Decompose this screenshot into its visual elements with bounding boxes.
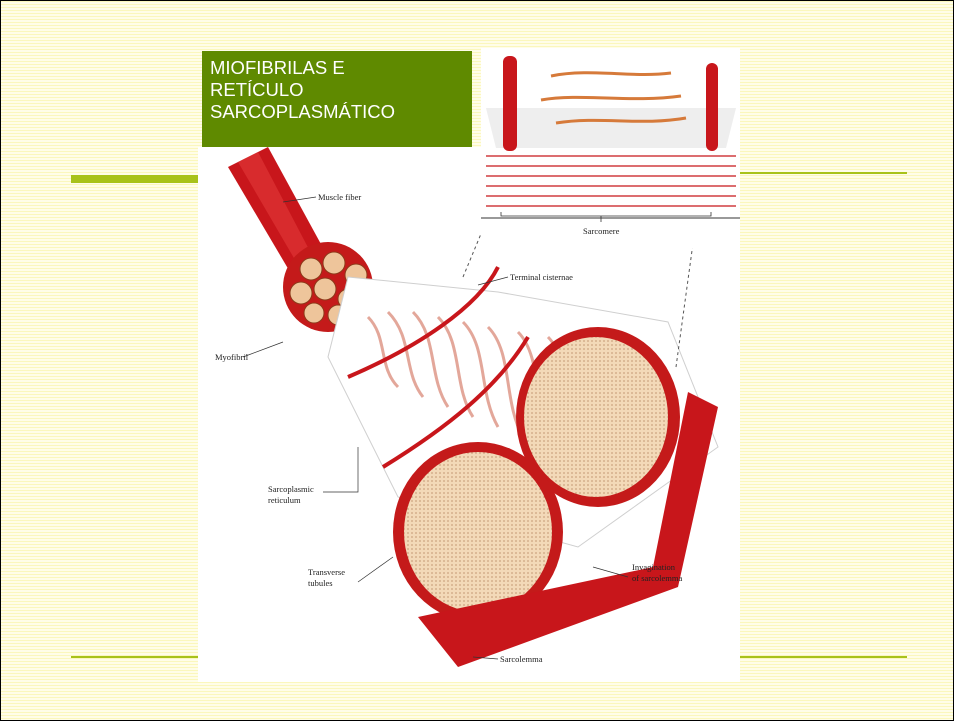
label-of-sarcolemma: of sarcolemma <box>632 573 682 583</box>
t-tubule-right <box>706 63 718 151</box>
sarcomere-diagram: Sarcomere <box>481 48 740 248</box>
label-invagination: Invagination <box>632 562 676 572</box>
label-reticulum: reticulum <box>268 495 301 505</box>
label-muscle-fiber: Muscle fiber <box>318 192 361 202</box>
title-line-3: SARCOPLASMÁTICO <box>210 101 464 123</box>
accent-line-top-left <box>71 175 201 183</box>
title-line-2: RETÍCULO <box>210 79 464 101</box>
label-myofibril: Myofibril <box>215 352 249 362</box>
label-terminal-cisternae: Terminal cisternae <box>510 272 573 282</box>
label-tubules: tubules <box>308 578 333 588</box>
title-line-1: MIOFIBRILAS E <box>210 57 464 79</box>
label-sarcolemma: Sarcolemma <box>500 654 543 664</box>
sarcomere-inset: Sarcomere <box>481 48 740 248</box>
accent-line-bottom-right <box>739 656 907 658</box>
accent-line-top-right <box>739 172 907 174</box>
accent-line-bottom-left <box>71 656 201 658</box>
label-sarcomere: Sarcomere <box>583 226 620 236</box>
t-tubule-left <box>503 56 517 151</box>
label-sarcoplasmic: Sarcoplasmic <box>268 484 314 494</box>
slide-title: MIOFIBRILAS E RETÍCULO SARCOPLASMÁTICO <box>202 51 472 147</box>
label-transverse: Transverse <box>308 567 345 577</box>
